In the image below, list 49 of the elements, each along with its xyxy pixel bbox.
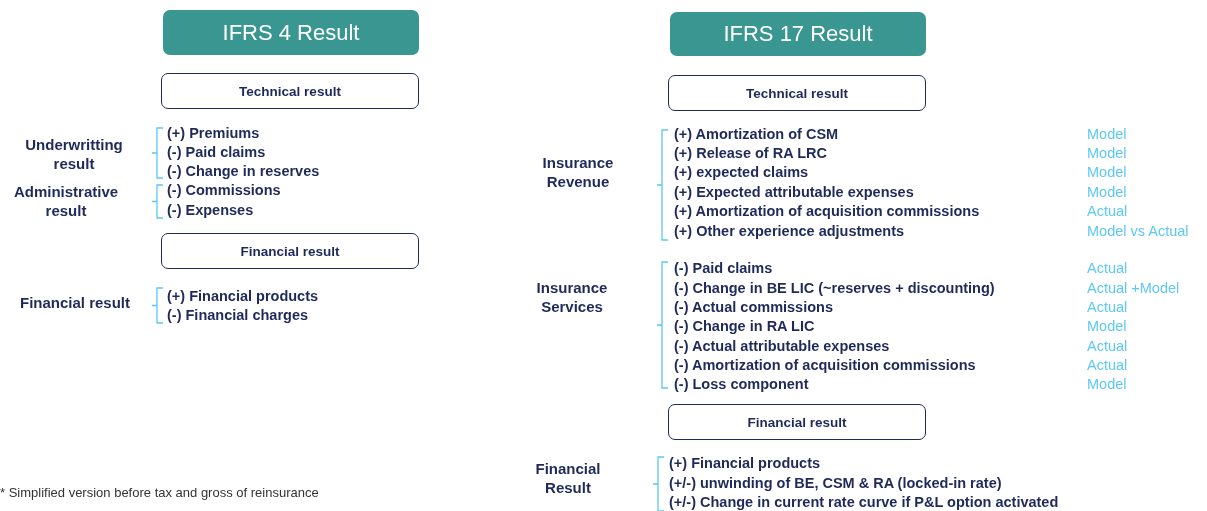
line-item: (-) Change in RA LIC (674, 316, 815, 336)
line-item: (-) Loss component (674, 374, 809, 394)
line-item: (-) Actual commissions (674, 297, 833, 317)
source-note: Actual +Model (1087, 278, 1180, 298)
source-note: Actual (1087, 297, 1128, 317)
section-box: Technical result (668, 75, 926, 111)
title-banner: IFRS 17 Result (670, 12, 926, 56)
line-item: (+) Financial products (167, 286, 319, 306)
group-label: Insurance Revenue (541, 154, 615, 192)
group-label: Financial Result (534, 460, 602, 498)
source-note: Model (1087, 143, 1127, 163)
source-note: Model vs Actual (1087, 221, 1189, 241)
section-box: Financial result (161, 233, 419, 269)
source-note: Model (1087, 162, 1127, 182)
source-note: Actual (1087, 258, 1128, 278)
section-box: Technical result (161, 73, 419, 109)
source-note: Actual (1087, 355, 1128, 375)
line-item: (+/-) unwinding of BE, CSM & RA (locked-in rate) (669, 473, 1002, 493)
line-item: (+) Release of RA LRC (674, 143, 827, 163)
line-item: (-) Change in BE LIC (~reserves + discounting) (674, 278, 995, 298)
line-item: (+) Amortization of acquisition commissions (674, 201, 980, 221)
group-label: Insurance Services (535, 279, 609, 317)
source-note: Actual (1087, 336, 1128, 356)
line-item: (+) Premiums (167, 123, 260, 143)
title-banner: IFRS 4 Result (163, 10, 419, 55)
source-note: Actual (1087, 201, 1128, 221)
line-item: (+) Expected attributable expenses (674, 182, 914, 202)
line-item: (+) expected claims (674, 162, 809, 182)
line-item: (-) Paid claims (674, 258, 773, 278)
line-item: (-) Change in reserves (167, 161, 320, 181)
line-item: (-) Commissions (167, 180, 281, 200)
line-item: (+) Financial products (669, 453, 821, 473)
line-item: (-) Amortization of acquisition commissions (674, 355, 976, 375)
line-item: (-) Financial charges (167, 305, 308, 325)
source-note: Model (1087, 182, 1127, 202)
source-note: Model (1087, 124, 1127, 144)
source-note: Model (1087, 374, 1127, 394)
line-item: (-) Actual attributable expenses (674, 336, 890, 356)
group-label: Financial result (18, 293, 131, 313)
group-label: Administrative result (12, 183, 120, 221)
line-item: (+/-) Change in current rate curve if P&L option activated (669, 492, 1059, 511)
line-item: (-) Expenses (167, 200, 254, 220)
footnote: * Simplified version before tax and gross of reinsurance (0, 484, 319, 502)
group-label: Underwritting result (24, 136, 124, 174)
line-item: (+) Other experience adjustments (674, 221, 905, 241)
source-note: Model (1087, 316, 1127, 336)
section-box: Financial result (668, 404, 926, 440)
line-item: (+) Amortization of CSM (674, 124, 839, 144)
line-item: (-) Paid claims (167, 142, 266, 162)
